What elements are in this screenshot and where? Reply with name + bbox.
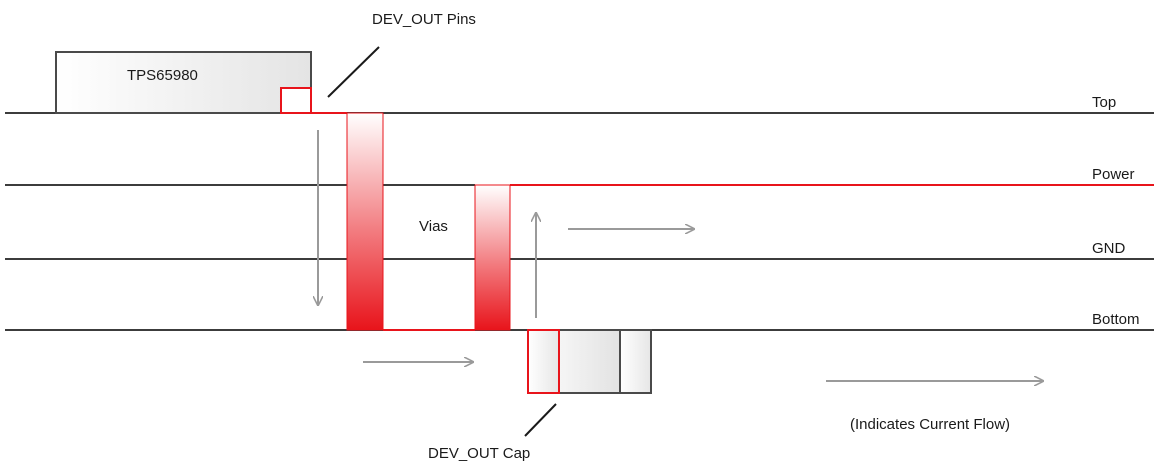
chip-label: TPS65980 [127, 67, 198, 84]
dev-out-cap-label: DEV_OUT Cap [428, 445, 530, 462]
layer-label-bottom: Bottom [1092, 311, 1140, 328]
dev-out-pins-leader-line [327, 46, 380, 98]
dev-out-cap-leader-line [524, 403, 557, 437]
layer-label-gnd: GND [1092, 240, 1126, 257]
layer-label-top: Top [1092, 94, 1116, 111]
tps65980-chip [55, 51, 312, 114]
via-2 [474, 184, 511, 331]
dev-out-cap-pad-power [527, 329, 560, 394]
via-1 [346, 112, 384, 331]
current-flow-legend-label: (Indicates Current Flow) [850, 416, 1010, 433]
layer-label-power: Power [1092, 166, 1135, 183]
vias-label: Vias [419, 218, 448, 235]
dev-out-cap-pad-gnd [619, 329, 652, 394]
dev-out-pins-label: DEV_OUT Pins [372, 11, 476, 28]
dev-out-pin-pad [280, 87, 312, 114]
